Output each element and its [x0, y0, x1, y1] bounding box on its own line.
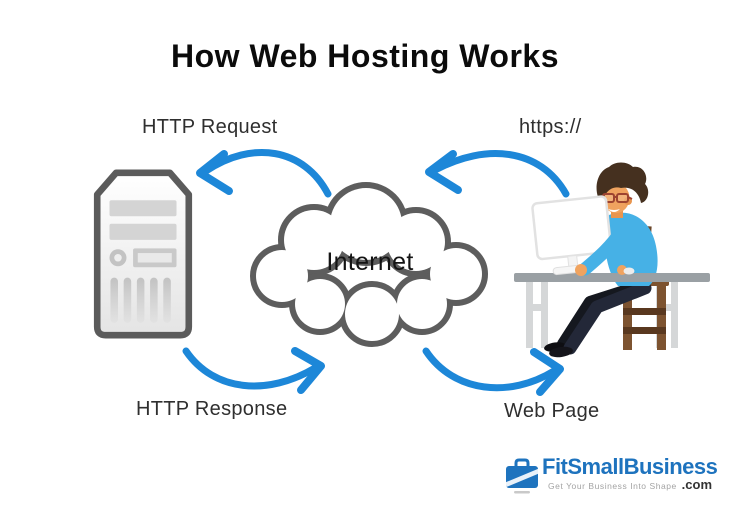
person-neck	[611, 208, 623, 218]
person-hand	[575, 264, 587, 276]
cloud-icon	[250, 182, 488, 347]
cloud-fill	[256, 188, 482, 341]
label-http-response: HTTP Response	[136, 398, 288, 420]
server-vents	[110, 277, 171, 323]
internet-node: Internet	[242, 176, 498, 354]
label-http-request: HTTP Request	[142, 116, 278, 138]
server-drive-bay	[109, 200, 177, 217]
arrow-server-to-internet	[182, 347, 325, 394]
page-title: How Web Hosting Works	[171, 38, 559, 74]
server-display-inner	[137, 253, 172, 263]
person-at-desk-icon	[514, 162, 710, 358]
person-front-leg	[563, 281, 652, 355]
desk-top	[514, 273, 710, 282]
internet-label: Internet	[326, 248, 414, 276]
person	[544, 162, 658, 358]
brand-name: FitSmallBusiness	[542, 454, 718, 479]
brand-tagline: Get Your Business Into Shape	[548, 481, 677, 491]
label-https-url: https://	[519, 116, 582, 138]
glasses-icon	[602, 193, 633, 203]
person-smile	[608, 209, 620, 212]
server-tower-icon	[93, 169, 193, 339]
label-web-page: Web Page	[504, 400, 600, 422]
server-drive-bay	[109, 223, 177, 240]
person-hair	[596, 162, 649, 204]
brand-domain-suffix: .com	[681, 477, 712, 492]
mouse-icon	[623, 267, 635, 275]
person-arm	[575, 223, 635, 276]
monitor-icon	[531, 195, 613, 276]
server-power-button-center	[114, 254, 122, 262]
briefcase-icon	[506, 458, 538, 494]
brand-logo: FitSmallBusiness Get Your Business Into …	[504, 452, 718, 502]
